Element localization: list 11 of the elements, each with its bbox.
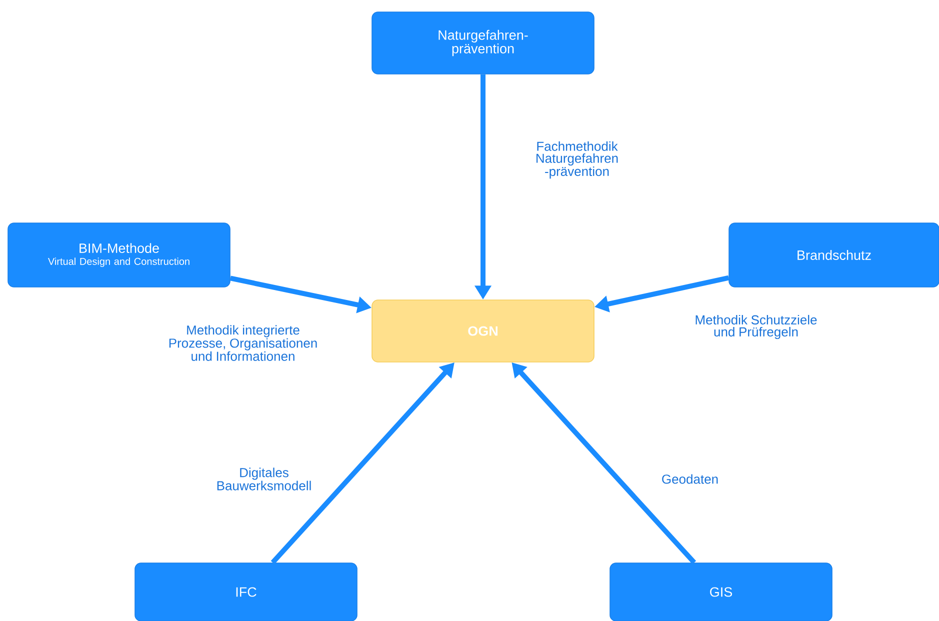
process-box: Naturgefahren-prävention — [372, 12, 594, 74]
process-box: IFC — [134, 562, 358, 621]
center-box: OGN — [372, 300, 594, 362]
process-box: GIS — [610, 562, 832, 621]
process-box: Brandschutz — [728, 222, 939, 288]
edge-label: Methodik Schutzziele und Prüfregeln — [696, 314, 817, 340]
edge-label: Digitales Bauwerksmodell — [217, 468, 311, 490]
edge-label: Methodik integrierte Prozesse, Organisationen und Informationen — [169, 325, 317, 361]
edge-label: Geodaten — [662, 474, 718, 484]
edge-label: Fachmethodik Naturgefahren -prävention — [536, 141, 618, 179]
process-box: BIM-Methode Virtual Design and Construction — [8, 222, 230, 288]
